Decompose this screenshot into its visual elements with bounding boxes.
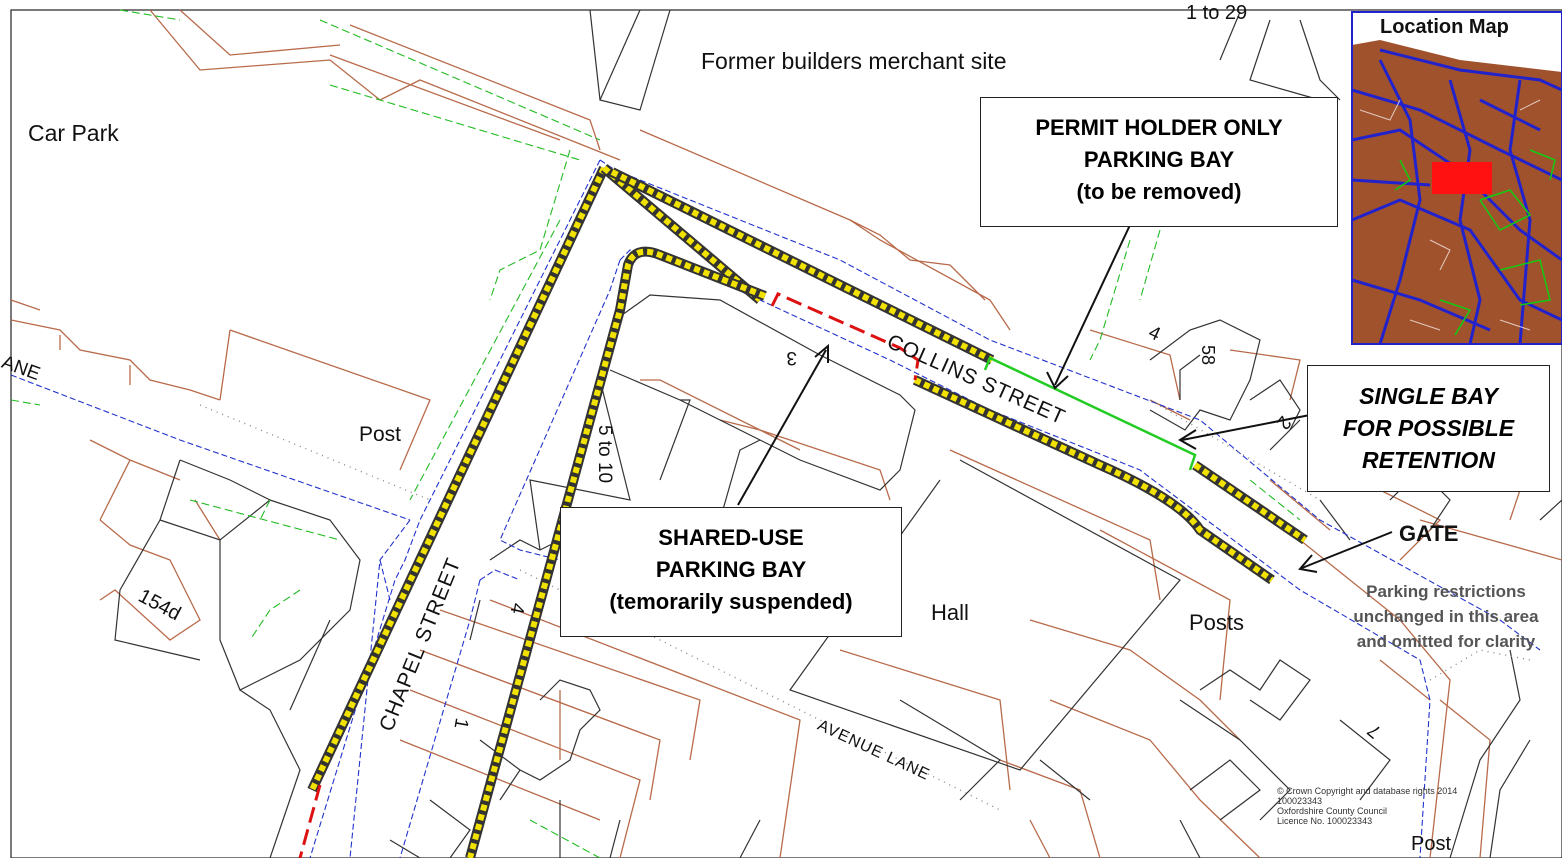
- copyright-notice: © Crown Copyright and database rights 20…: [1277, 786, 1457, 826]
- former-builders-site-label: Former builders merchant site: [701, 48, 1007, 74]
- location-inset: [1351, 11, 1562, 345]
- shared-use-bay-callout: SHARED-USE PARKING BAY (temorarily suspe…: [560, 507, 902, 637]
- copyright-line1: © Crown Copyright and database rights 20…: [1277, 786, 1458, 796]
- restrictions-note-line3: and omitted for clarity: [1356, 632, 1536, 651]
- post-label-bottom: Post: [1411, 833, 1452, 855]
- gate-label: GATE: [1399, 521, 1459, 546]
- location-map-title: Location Map: [1380, 16, 1509, 38]
- double-yellow-lines: [307, 164, 1308, 858]
- address-number-3: 3: [786, 347, 797, 368]
- address-number-5-to-10: 5 to 10: [594, 425, 615, 484]
- copyright-line3: Oxfordshire County Council: [1277, 806, 1388, 816]
- copyright-line2: 100023343: [1277, 796, 1323, 806]
- permit-callout-line1: PERMIT HOLDER ONLY: [1035, 115, 1283, 140]
- address-number-1-to-29: 1 to 29: [1186, 2, 1248, 24]
- car-park-label: Car Park: [28, 120, 119, 146]
- hall-label: Hall: [931, 600, 969, 625]
- single-callout-line1: SINGLE BAY: [1359, 383, 1498, 409]
- shared-callout-line2: PARKING BAY: [655, 557, 807, 582]
- permit-callout-line2: PARKING BAY: [1083, 147, 1235, 172]
- restrictions-note-line2: unchanged in this area: [1353, 607, 1539, 626]
- green-boundaries: [10, 9, 1301, 858]
- shared-use-bay: [298, 292, 920, 858]
- permit-callout-line3: (to be removed): [1076, 179, 1242, 204]
- copyright-line4: Licence No. 100023343: [1277, 816, 1373, 826]
- posts-label: Posts: [1189, 610, 1245, 635]
- single-callout-line3: RETENTION: [1362, 447, 1495, 473]
- single-bay-callout: SINGLE BAY FOR POSSIBLE RETENTION: [1307, 365, 1550, 492]
- shared-callout-line1: SHARED-USE: [658, 525, 804, 550]
- restrictions-note-line1: Parking restrictions: [1366, 582, 1526, 601]
- permit-bay: [983, 356, 1197, 471]
- callout-arrows: [737, 224, 1393, 573]
- property-boundaries: [114, 9, 1562, 858]
- post-label-left: Post: [359, 423, 402, 446]
- permit-bay-callout: PERMIT HOLDER ONLY PARKING BAY (to be re…: [980, 97, 1338, 227]
- restrictions-note: Parking restrictions unchanged in this a…: [1322, 579, 1562, 654]
- shared-callout-line3: (temorarily suspended): [609, 589, 853, 614]
- single-callout-line2: FOR POSSIBLE: [1342, 415, 1515, 441]
- address-number-58: 58: [1198, 345, 1218, 366]
